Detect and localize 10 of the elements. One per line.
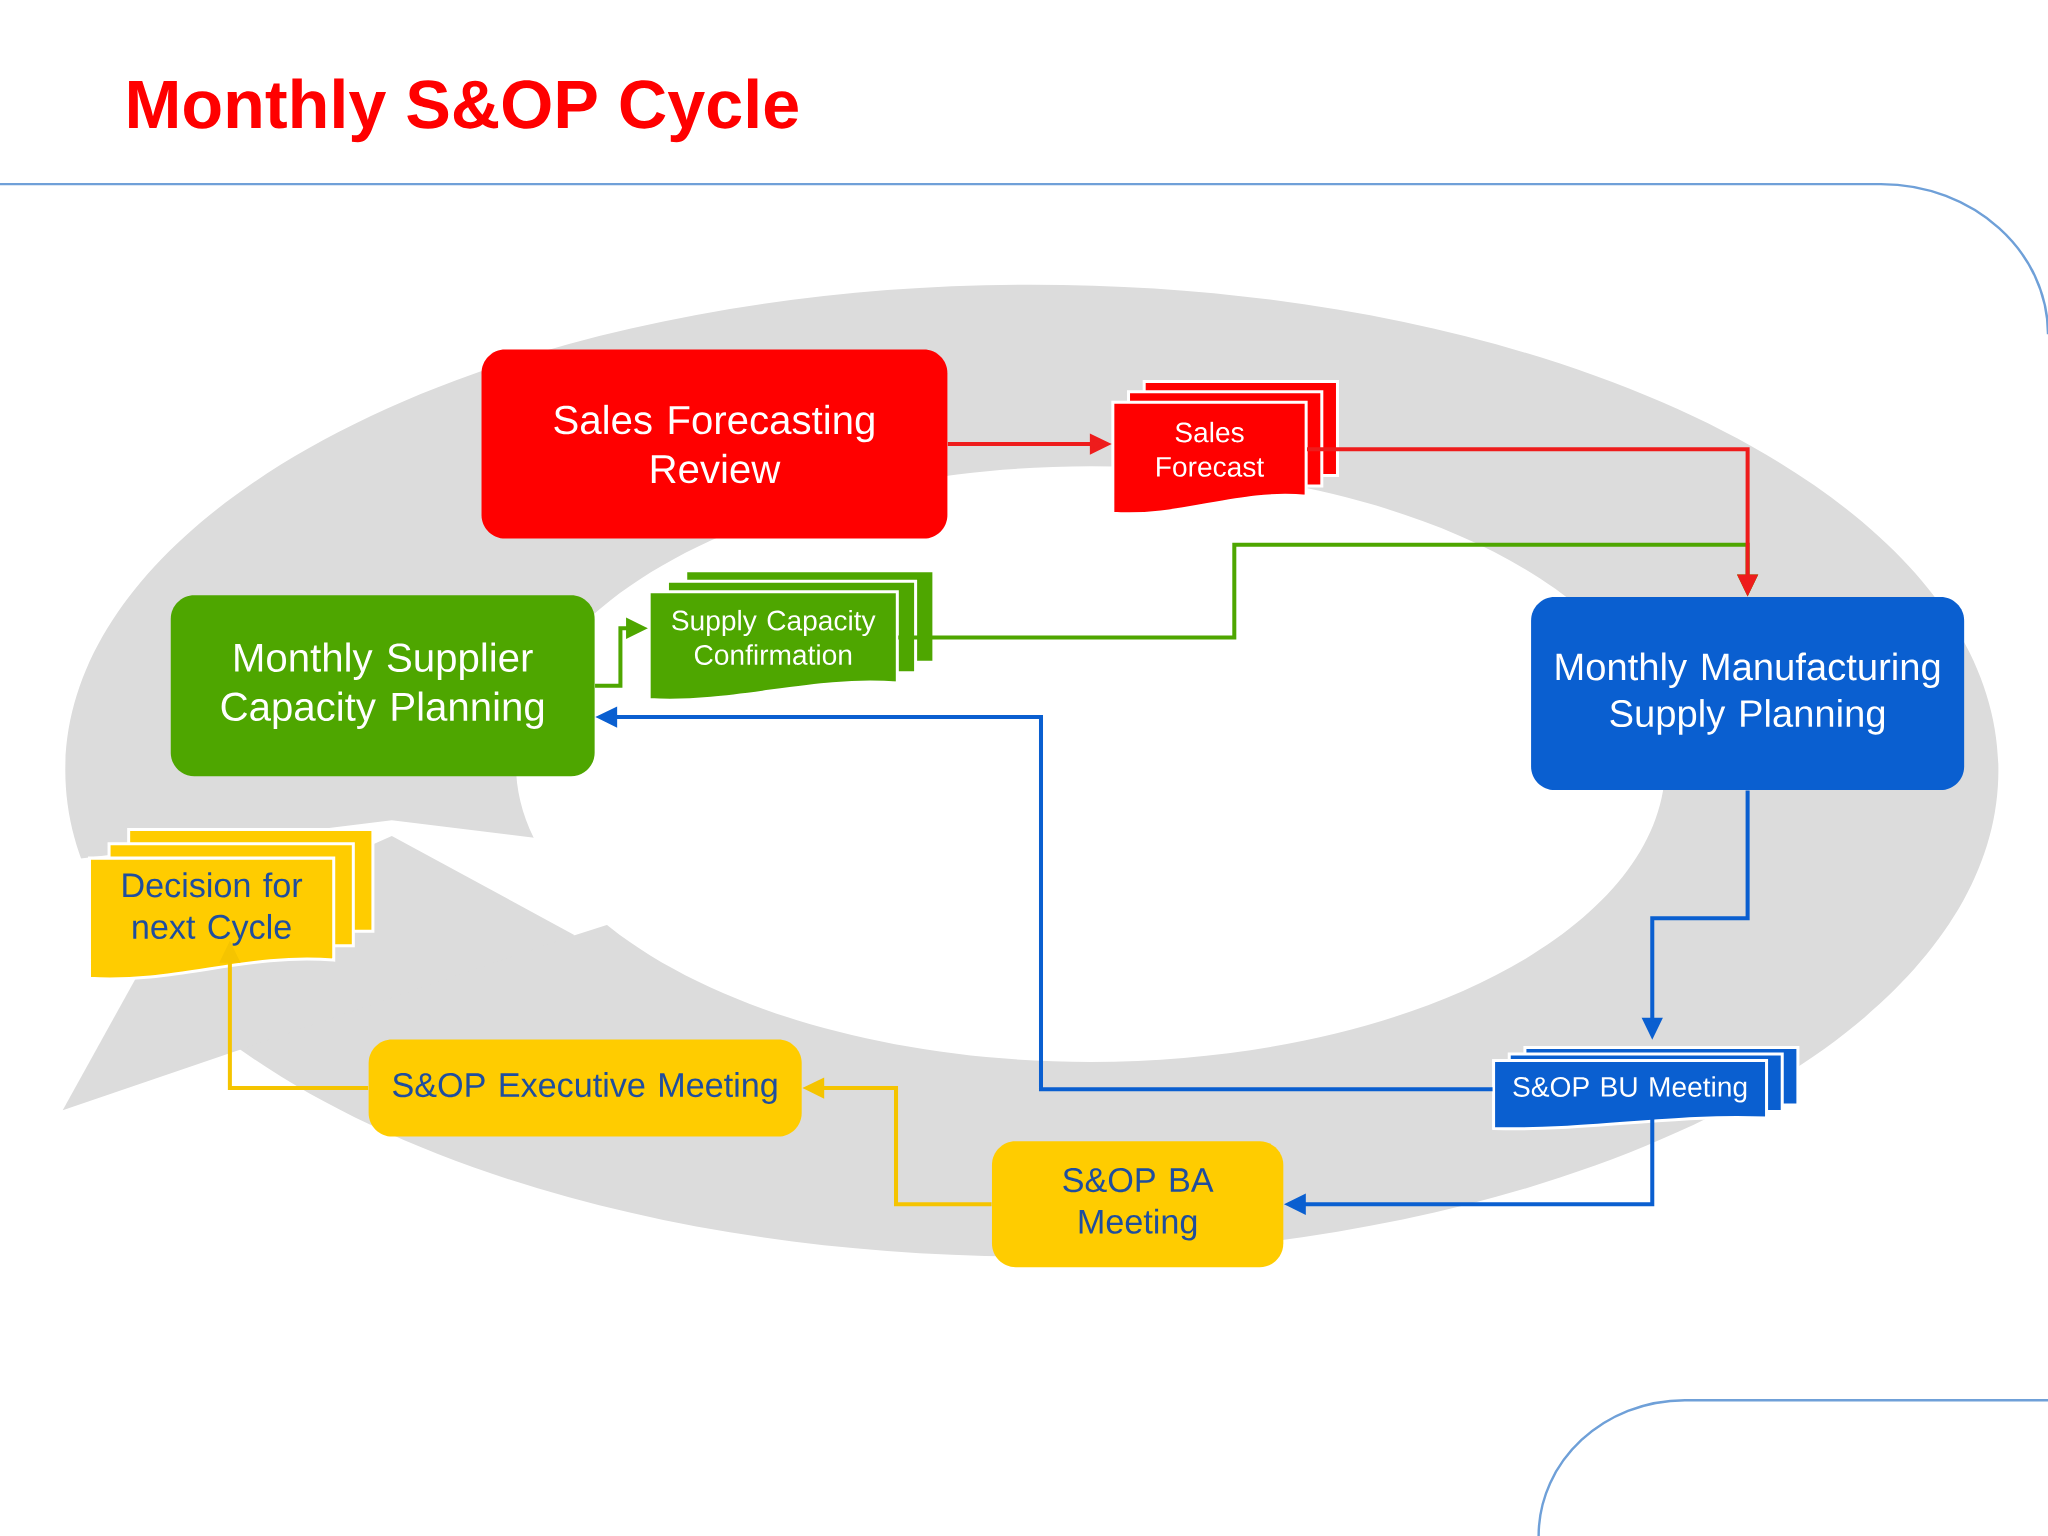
document-stack: S&OP BU Meeting xyxy=(1492,1046,1800,1131)
meeting-box: S&OP BA Meeting xyxy=(992,1141,1284,1268)
document-stack: Supply Capacity Confirmation xyxy=(647,569,936,702)
process-box: Monthly Manufacturing Supply Planning xyxy=(1531,597,1965,790)
meeting-box: S&OP Executive Meeting xyxy=(368,1039,802,1137)
process-box: Monthly Supplier Capacity Planning xyxy=(170,595,595,777)
document-stack: Decision for next Cycle xyxy=(87,827,375,981)
title: Monthly S&OP Cycle xyxy=(129,78,798,143)
process-box: Sales Forecasting Review xyxy=(481,349,948,539)
document-stack: Sales Forecast xyxy=(1111,379,1339,516)
